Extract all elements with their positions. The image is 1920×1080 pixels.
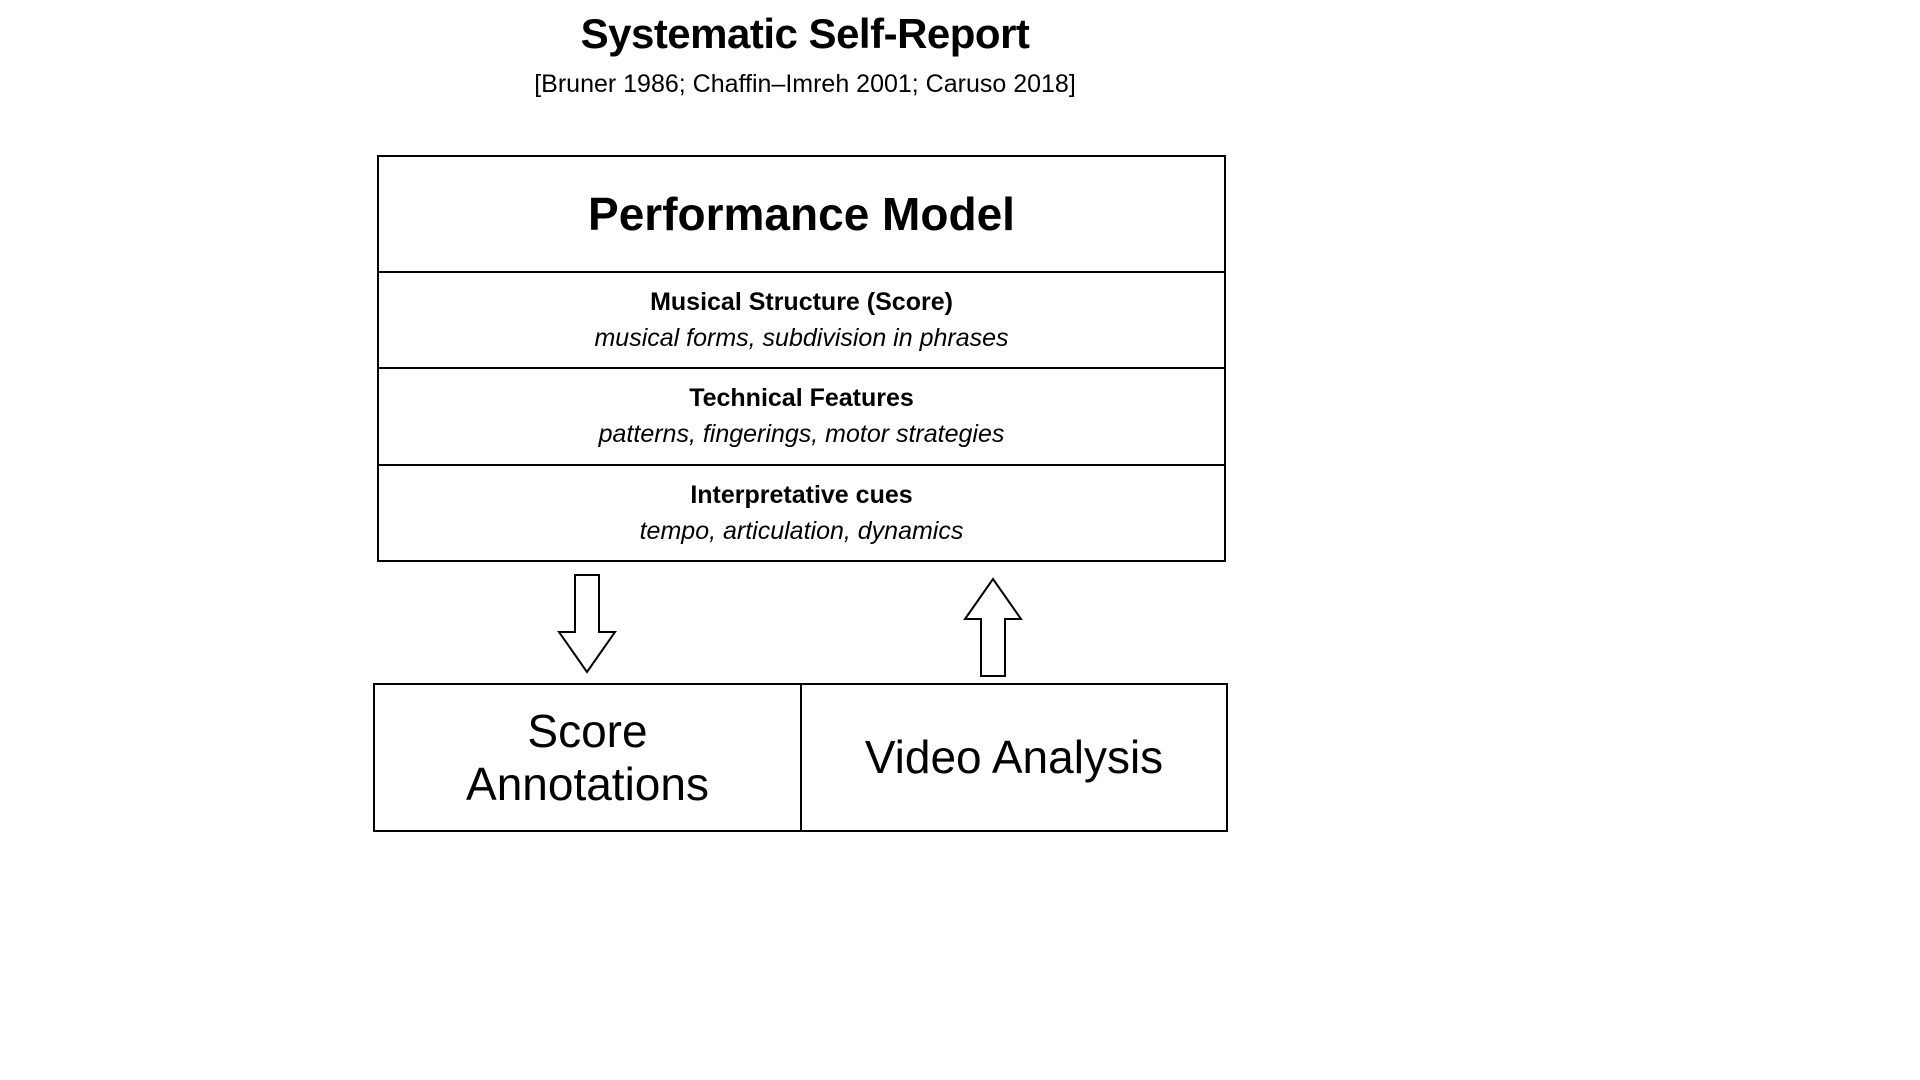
score-annotations-label: Score Annotations bbox=[466, 704, 709, 810]
layer-subtitle: musical forms, subdivision in phrases bbox=[594, 324, 1009, 353]
video-analysis-label: Video Analysis bbox=[864, 731, 1164, 784]
model-header: Performance Model bbox=[379, 157, 1224, 273]
slide-title: Systematic Self-Report bbox=[580, 10, 1030, 57]
title-block: Systematic Self-Report [Bruner 1986; Cha… bbox=[0, 10, 1610, 99]
layer-title: Musical Structure (Score) bbox=[650, 287, 953, 316]
arrow-down-icon bbox=[557, 574, 617, 674]
arrow-up-icon bbox=[963, 577, 1023, 677]
score-annotations-box: Score Annotations bbox=[373, 683, 802, 832]
layer-subtitle: tempo, articulation, dynamics bbox=[639, 516, 964, 545]
layer-technical-features: Technical Features patterns, fingerings,… bbox=[379, 369, 1224, 466]
layer-interpretative-cues: Interpretative cues tempo, articulation,… bbox=[379, 466, 1224, 560]
layer-subtitle: patterns, fingerings, motor strategies bbox=[598, 420, 1005, 449]
performance-model-box: Performance Model Musical Structure (Sco… bbox=[377, 155, 1226, 562]
citation-line: [Bruner 1986; Chaffin–Imreh 2001; Caruso… bbox=[534, 70, 1076, 98]
layer-musical-structure: Musical Structure (Score) musical forms,… bbox=[379, 273, 1224, 370]
layer-title: Technical Features bbox=[689, 384, 914, 413]
layer-title: Interpretative cues bbox=[690, 480, 913, 509]
video-analysis-box: Video Analysis bbox=[800, 683, 1228, 832]
